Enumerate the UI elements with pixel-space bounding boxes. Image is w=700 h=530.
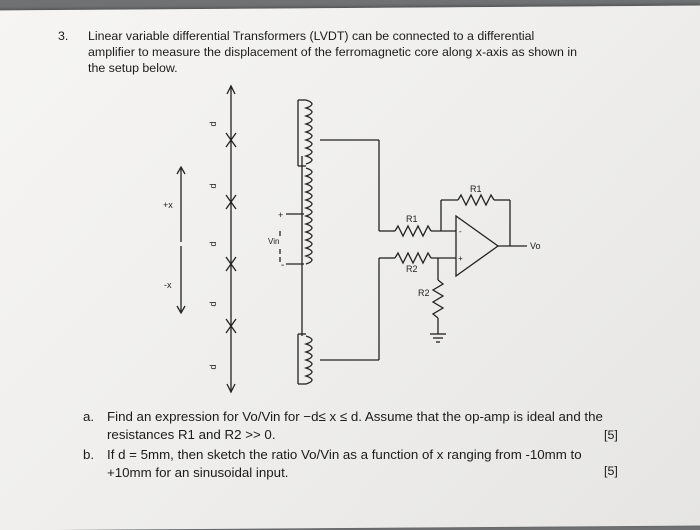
part-a-label: a. [83,409,95,424]
minus-x-label: -x [164,280,172,290]
r2-input-label: R2 [406,264,418,274]
d-label-5: d [208,364,218,369]
opamp-plus: + [458,254,463,263]
opamp-minus: - [459,227,462,236]
plus-x-label: +x [163,200,173,210]
part-a-line-2: resistances R1 and R2 >> 0. [107,427,276,442]
part-a: a. Find an expression for Vo/Vin for −d≤… [83,408,643,442]
part-b-line-1: If d = 5mm, then sketch the ratio Vo/Vin… [107,447,582,462]
d-label-3: d [208,241,218,246]
r2-ground-label: R2 [418,288,430,298]
part-a-line-1: Find an expression for Vo/Vin for −d≤ x … [107,409,603,424]
intro-line-3: the setup below. [88,61,178,75]
d-label-2: d [208,183,218,188]
part-b: b. If d = 5mm, then sketch the ratio Vo/… [83,446,643,480]
question-number: 3. [58,29,69,43]
question-intro: Linear variable differential Transformer… [88,28,648,76]
d-label-4: d [208,301,218,306]
part-b-label: b. [83,447,95,462]
d-label-1: d [208,121,218,126]
vin-label: Vin [268,237,279,246]
r1-input-label: R1 [406,214,418,224]
vo-label: Vo [530,241,541,251]
part-b-line-2: +10mm for an sinusoidal input. [107,465,289,480]
intro-line-1: Linear variable differential Transformer… [88,29,535,43]
part-b-marks: [5] [604,464,618,478]
intro-line-2: amplifier to measure the displacement of… [88,45,577,59]
r1-feedback-label: R1 [470,184,482,194]
vin-plus-sign: + [278,210,283,220]
vin-minus-sign: - [281,260,284,271]
part-a-marks: [5] [604,428,618,442]
